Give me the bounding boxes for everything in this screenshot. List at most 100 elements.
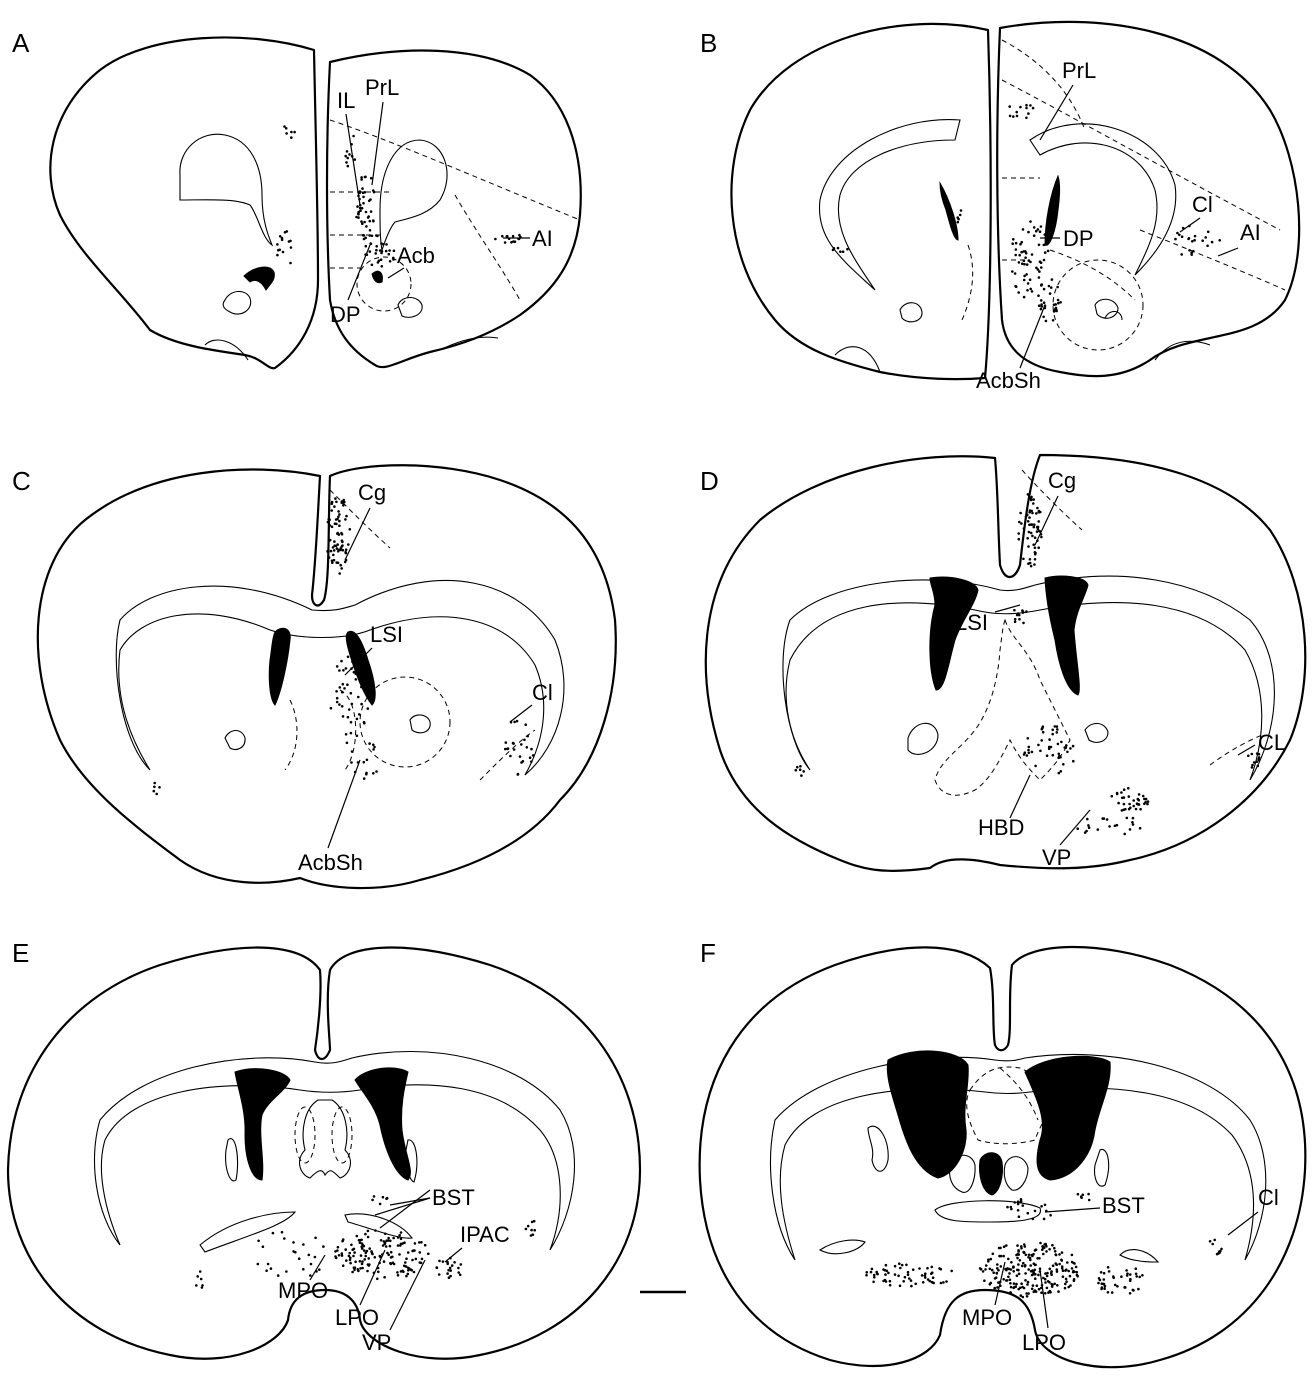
labeled-cell-dot (1039, 750, 1042, 753)
labeled-cell-dot (889, 1284, 892, 1287)
labeled-cell-dot (421, 1258, 424, 1261)
labeled-cell-dot (1034, 553, 1037, 556)
labeled-cell-dot (530, 748, 533, 751)
labeled-cell-dot (1007, 1258, 1010, 1261)
labeled-cell-dot (415, 1258, 418, 1261)
labeled-cell-dot (397, 1274, 400, 1277)
labeled-cell-dot (1069, 1275, 1072, 1278)
labeled-cell-dot (1138, 1276, 1141, 1279)
labeled-cell-dot (1121, 797, 1124, 800)
labeled-cell-dot (353, 1266, 356, 1269)
labeled-cell-dot (932, 1276, 935, 1279)
labeled-cell-dot (1138, 803, 1141, 806)
labeled-cell-dot (350, 143, 353, 146)
labeled-cell-dot (391, 1256, 394, 1259)
labeled-cell-dot (1061, 1251, 1064, 1254)
labeled-cell-dot (328, 518, 331, 521)
labeled-cell-dot (385, 243, 388, 246)
labeled-cell-dot (348, 708, 351, 711)
labeled-cell-dot (1023, 527, 1026, 530)
labeled-cell-dot (1017, 291, 1020, 294)
labeled-cell-dot (342, 715, 345, 718)
labeled-cell-dot (1126, 817, 1129, 820)
labeled-cell-dot (367, 216, 370, 219)
labeled-cell-dot (1217, 1252, 1220, 1255)
labeled-cell-dot (153, 786, 156, 789)
labeled-cell-dot (1087, 1193, 1090, 1196)
labeled-cell-dot (357, 696, 360, 699)
labeled-cell-dot (350, 1244, 353, 1247)
labeled-cell-dot (1020, 1282, 1023, 1285)
labeled-cell-dot (1135, 808, 1138, 811)
labeled-cell-dot (1027, 1212, 1030, 1215)
labeled-cell-dot (510, 241, 513, 244)
panel-label-b: B (700, 28, 717, 58)
labeled-cell-dot (922, 1281, 925, 1284)
labeled-cell-dot (1132, 823, 1135, 826)
labeled-cell-dot (375, 770, 378, 773)
labeled-cell-dot (1018, 618, 1021, 621)
labeled-cell-dot (1204, 236, 1207, 239)
labeled-cell-dot (1019, 1259, 1022, 1262)
labeled-cell-dot (332, 554, 335, 557)
labeled-cell-dot (1256, 760, 1259, 763)
labeled-cell-dot (800, 774, 803, 777)
labeled-cell-dot (349, 528, 352, 531)
labeled-cell-dot (1040, 536, 1043, 539)
labeled-cell-dot (1100, 1271, 1103, 1274)
labeled-cell-dot (1012, 1287, 1015, 1290)
labeled-cell-dot (1108, 1270, 1111, 1273)
labeled-cell-dot (338, 703, 341, 706)
labeled-cell-dot (1032, 107, 1035, 110)
region-label-a-il: IL (337, 88, 355, 113)
labeled-cell-dot (356, 1235, 359, 1238)
labeled-cell-dot (1180, 253, 1183, 256)
labeled-cell-dot (1114, 825, 1117, 828)
labeled-cell-dot (333, 505, 336, 508)
labeled-cell-dot (1207, 231, 1210, 234)
labeled-cell-dot (1072, 1271, 1075, 1274)
labeled-cell-dot (1080, 1195, 1083, 1198)
labeled-cell-dot (330, 707, 333, 710)
labeled-cell-dot (1251, 753, 1254, 756)
labeled-cell-dot (369, 198, 372, 201)
labeled-cell-dot (865, 1274, 868, 1277)
labeled-cell-dot (1040, 308, 1043, 311)
labeled-cell-dot (457, 1267, 460, 1270)
labeled-cell-dot (1129, 1280, 1132, 1283)
labeled-cell-dot (284, 231, 287, 234)
labeled-cell-dot (420, 1241, 423, 1244)
labeled-cell-dot (1050, 1270, 1053, 1273)
region-label-f-lpo: LPO (1022, 1330, 1066, 1355)
labeled-cell-dot (1015, 242, 1018, 245)
labeled-cell-dot (1097, 828, 1100, 831)
labeled-cell-dot (1038, 304, 1041, 307)
labeled-cell-dot (389, 260, 392, 263)
labeled-cell-dot (1051, 729, 1054, 732)
labeled-cell-dot (1135, 1273, 1138, 1276)
labeled-cell-dot (1012, 115, 1015, 118)
labeled-cell-dot (802, 770, 805, 773)
labeled-cell-dot (1026, 289, 1029, 292)
labeled-cell-dot (309, 1274, 312, 1277)
labeled-cell-dot (1218, 239, 1221, 242)
labeled-cell-dot (290, 131, 293, 134)
labeled-cell-dot (335, 501, 338, 504)
labeled-cell-dot (1030, 1270, 1033, 1273)
labeled-cell-dot (407, 1269, 410, 1272)
labeled-cell-dot (338, 1254, 341, 1257)
labeled-cell-dot (1025, 104, 1028, 107)
right-hemisphere-outline (997, 22, 1299, 376)
labeled-cell-dot (347, 716, 350, 719)
labeled-cell-dot (799, 768, 802, 771)
labeled-cell-dot (1014, 272, 1017, 275)
labeled-cell-dot (1026, 1283, 1029, 1286)
labeled-cell-dot (337, 562, 340, 565)
labeled-cell-dot (1055, 1254, 1058, 1257)
labeled-cell-dot (1040, 1287, 1043, 1290)
labeled-cell-dot (1076, 1271, 1079, 1274)
labeled-cell-dot (1040, 225, 1043, 228)
labeled-cell-dot (1058, 772, 1061, 775)
labeled-cell-dot (383, 1260, 386, 1263)
